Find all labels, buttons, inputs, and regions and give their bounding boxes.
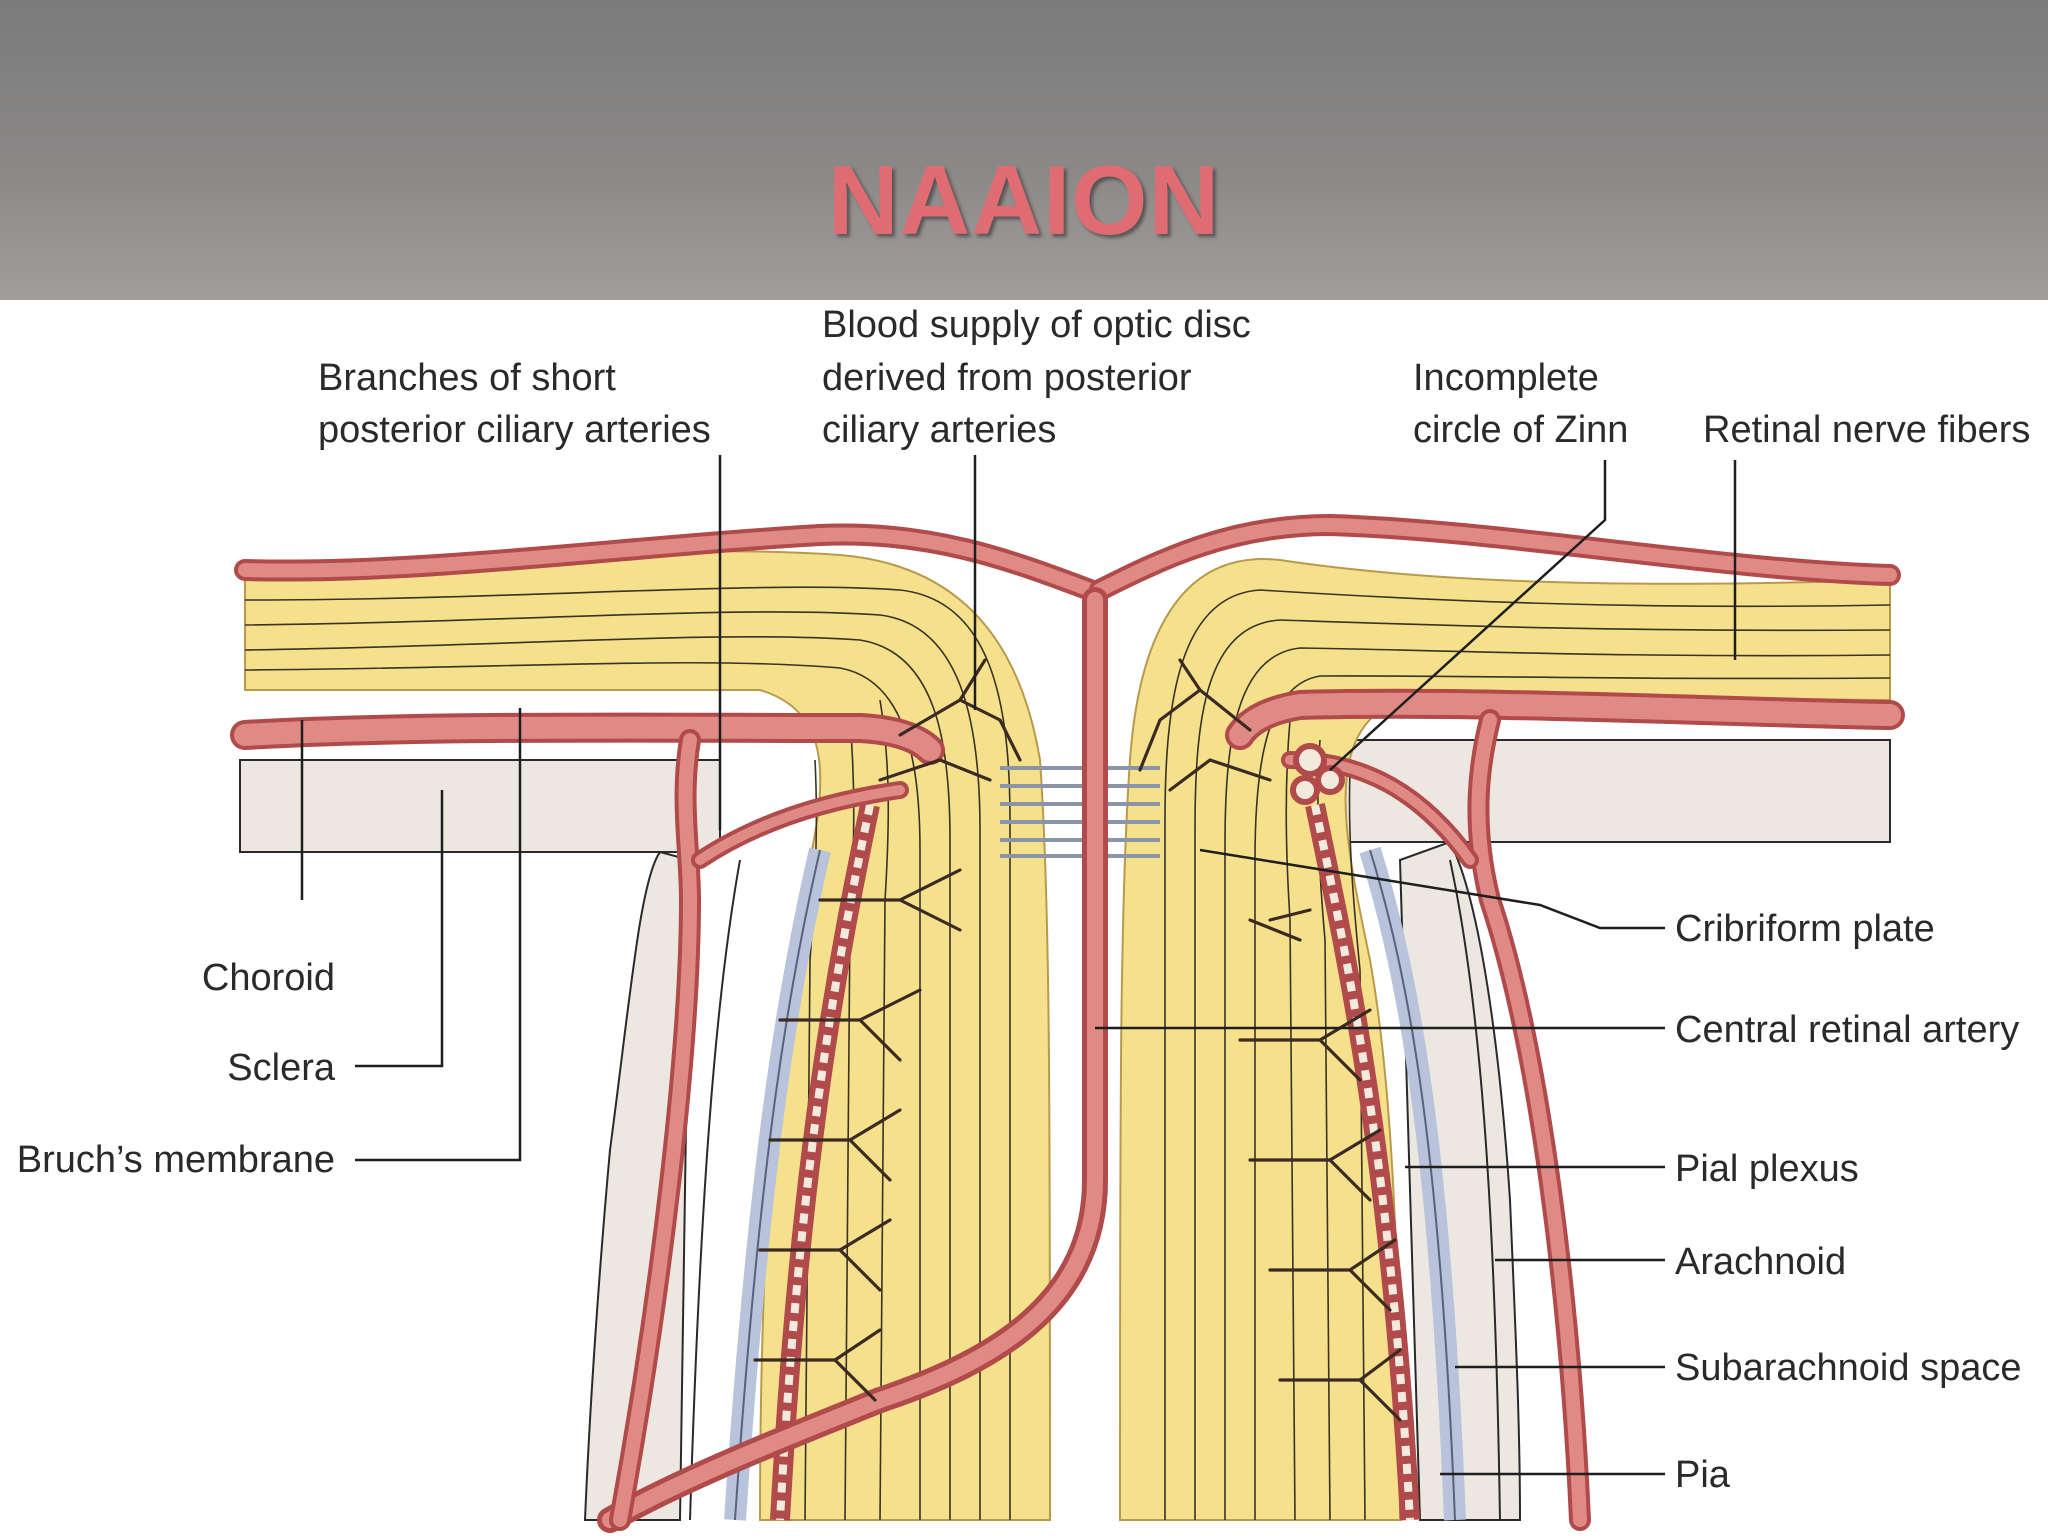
short-posterior-ciliary-artery-left: [609, 729, 909, 1531]
leader-lines: [300, 455, 1737, 1476]
label-pia: Pia: [1675, 1454, 1731, 1496]
label-central-retinal-artery: Central retinal artery: [1675, 1009, 2019, 1051]
leader-zinn: [1329, 460, 1607, 771]
label-blood-supply-line2: derived from posterior: [822, 357, 1192, 399]
leader-bruchs-membrane: [355, 708, 522, 1162]
label-bruchs-membrane: Bruch’s membrane: [17, 1139, 335, 1181]
label-subarachnoid-space: Subarachnoid space: [1675, 1347, 2021, 1389]
label-choroid: Choroid: [202, 957, 335, 999]
label-arachnoid: Arachnoid: [1675, 1241, 1846, 1283]
circle-of-zinn: [1290, 743, 1345, 805]
dural-sheath-left: [583, 850, 692, 1521]
retinal-vessel-top-right: [1089, 514, 1901, 601]
leader-cribriform-plate: [1199, 848, 1665, 930]
label-short-ciliary-line1: Branches of short: [318, 357, 616, 399]
label-zinn-line1: Incomplete: [1413, 357, 1599, 399]
leader-sclera: [355, 790, 444, 1068]
sheath-line-left: [689, 859, 741, 1521]
label-retinal-nerve-fibers: Retinal nerve fibers: [1703, 409, 2030, 451]
dural-sheath-right: [1398, 840, 1522, 1521]
label-blood-supply-line3: ciliary arteries: [822, 409, 1056, 451]
title-band: [0, 0, 2048, 300]
label-pial-plexus: Pial plexus: [1675, 1148, 1859, 1190]
label-short-ciliary-line2: posterior ciliary arteries: [318, 409, 711, 451]
arachnoid-edge-left: [734, 849, 821, 1521]
slide-title: NAAION: [827, 145, 1221, 255]
label-blood-supply-line1: Blood supply of optic disc: [822, 304, 1251, 346]
capillaries-right: [1138, 658, 1402, 1422]
retinal-vessel-top-left: [234, 523, 1101, 601]
arachnoid-edge-right: [1369, 849, 1456, 1521]
sclera-band: [239, 759, 721, 853]
label-cribriform-plate: Cribriform plate: [1675, 908, 1935, 950]
label-sclera: Sclera: [227, 1047, 336, 1089]
cribriform-plate-lines: [1000, 766, 1160, 858]
pial-plexus-right-dots: [1311, 804, 1414, 1521]
capillaries-left: [753, 658, 1022, 1402]
sheath-line-right: [1449, 859, 1501, 1521]
central-retinal-artery: [597, 587, 1108, 1533]
pial-plexus-left-dots: [776, 804, 874, 1521]
choroid-band-right: [1225, 688, 1905, 750]
label-zinn-line2: circle of Zinn: [1413, 409, 1628, 451]
